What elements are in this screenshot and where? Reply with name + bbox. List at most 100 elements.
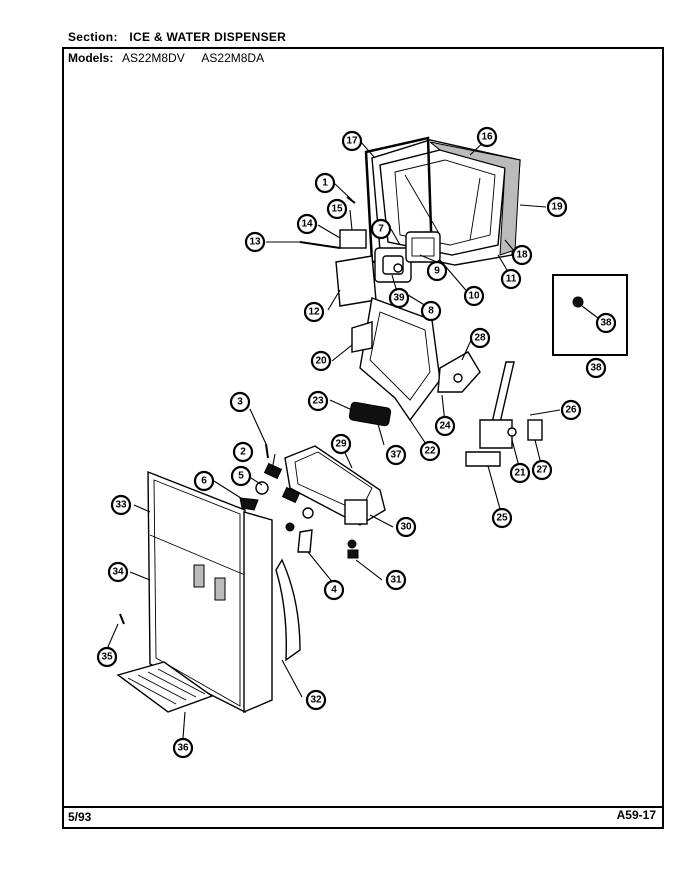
screw-drawing [265,443,269,459]
svg-text:10: 10 [468,291,480,302]
callout-20: 20 [310,350,332,372]
svg-text:5: 5 [238,471,244,482]
callout-5: 5 [230,465,252,487]
callout-31: 31 [385,569,407,591]
svg-text:19: 19 [551,202,563,213]
svg-text:15: 15 [331,204,343,215]
svg-text:33: 33 [115,500,127,511]
svg-text:30: 30 [400,522,412,533]
models-line: Models: AS22M8DV AS22M8DA [68,51,278,65]
screw-drawing [119,613,125,625]
svg-text:3: 3 [237,397,243,408]
water-tube-drawing [243,511,301,714]
svg-text:17: 17 [346,136,358,147]
callout-36: 36 [172,737,194,759]
svg-text:27: 27 [536,465,548,476]
callout-28: 28 [469,327,491,349]
callout-24: 24 [434,415,456,437]
svg-text:23: 23 [312,396,324,407]
models-label: Models: [68,51,114,65]
svg-text:28: 28 [474,333,486,344]
svg-text:25: 25 [496,513,508,524]
svg-text:13: 13 [249,237,261,248]
svg-text:29: 29 [335,439,347,450]
callout-19: 19 [546,196,568,218]
svg-text:11: 11 [506,274,517,285]
callout-38-inset: 38 [585,357,607,379]
svg-text:38: 38 [600,318,612,329]
front-housing-drawing [284,445,386,526]
callout-1: 1 [314,172,336,194]
callout-33: 33 [110,494,132,516]
svg-text:6: 6 [201,476,207,487]
callout-27: 27 [531,459,553,481]
callout-35: 35 [96,646,118,668]
svg-text:4: 4 [331,585,337,596]
svg-text:36: 36 [177,743,189,754]
section-title: ICE & WATER DISPENSER [129,30,287,44]
svg-text:38: 38 [590,363,602,374]
callout-39: 39 [388,287,410,309]
model-number: AS22M8DV [122,51,185,65]
callout-15: 15 [326,198,348,220]
actuator-plate-screw [453,373,463,383]
callout-8: 8 [420,300,442,322]
svg-text:20: 20 [315,356,327,367]
inset-part-drawing [572,296,584,308]
pad-drawing [348,401,392,427]
bracket-drawing [299,229,377,307]
section-header: Section: ICE & WATER DISPENSER [68,30,286,44]
svg-text:21: 21 [514,468,526,479]
callout-32: 32 [305,689,327,711]
svg-text:22: 22 [424,446,436,457]
front-panel-drawing [147,470,246,714]
svg-text:39: 39 [393,293,405,304]
callout-7: 7 [370,218,392,240]
callout-2: 2 [232,441,254,463]
diagram-frame [62,47,664,829]
svg-text:37: 37 [390,450,402,461]
drip-tray-drawing [116,661,214,713]
model-number: AS22M8DA [201,51,265,65]
callout-12: 12 [303,301,325,323]
section-label: Section: [68,30,118,44]
svg-text:35: 35 [101,652,113,663]
svg-text:12: 12 [308,307,320,318]
callout-29: 29 [330,433,352,455]
svg-text:7: 7 [378,224,384,235]
callout-25: 25 [491,507,513,529]
callout-14: 14 [296,213,318,235]
callout-23: 23 [307,390,329,412]
svg-text:24: 24 [439,421,451,432]
callout-10: 10 [463,285,485,307]
dispenser-lever-drawing [465,361,543,467]
svg-text:16: 16 [481,132,493,143]
svg-text:18: 18 [516,250,528,261]
callout-17: 17 [341,130,363,152]
svg-text:34: 34 [112,567,124,578]
svg-text:32: 32 [310,695,322,706]
svg-text:2: 2 [240,447,246,458]
motor-parts-drawing [374,231,441,283]
callout-13: 13 [244,231,266,253]
callout-16: 16 [476,126,498,148]
footer-date: 5/93 [68,810,92,824]
callout-37: 37 [385,444,407,466]
callout-38: 38 [595,312,617,334]
callout-6: 6 [193,470,215,492]
callout-30: 30 [395,516,417,538]
callout-18: 18 [511,244,533,266]
dispenser-housing-drawing [371,139,521,266]
footer-page-number: A59-17 [616,808,656,822]
svg-text:31: 31 [390,575,402,586]
svg-text:26: 26 [565,405,577,416]
callout-21: 21 [509,462,531,484]
small-parts-drawing [239,462,359,559]
callout-11: 11 [500,268,522,290]
callout-22: 22 [419,440,441,462]
callout-4: 4 [323,579,345,601]
footer-divider [62,806,664,808]
svg-text:1: 1 [322,178,328,189]
svg-text:8: 8 [428,306,434,317]
callout-26: 26 [560,399,582,421]
